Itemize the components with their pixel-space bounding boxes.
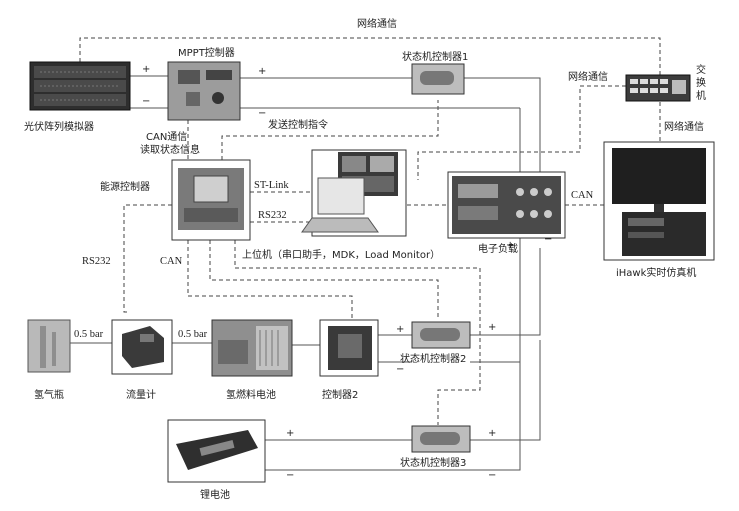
- pv-array-simulator: [29, 61, 131, 111]
- mppt-controller-label: MPPT控制器: [178, 46, 235, 59]
- read-status-label: 读取状态信息: [140, 143, 200, 156]
- polarity-signs: + − + − + − + − + + − + −: [142, 64, 552, 481]
- sign-minus: −: [544, 234, 552, 245]
- svg-text:换: 换: [696, 76, 706, 89]
- sm-controller-1-label: 状态机控制器1: [402, 50, 468, 63]
- network-switch: [625, 74, 691, 102]
- sign-minus: −: [142, 96, 150, 107]
- host-pc-label: 上位机（串口助手，MDK，Load Monitor）: [242, 248, 440, 261]
- power-wires: [70, 75, 541, 471]
- host-pc: [301, 149, 407, 237]
- send-control-cmd-label: 发送控制指令: [268, 118, 328, 131]
- st-link-label: ST-Link: [254, 180, 289, 191]
- pv-simulator-label: 光伏阵列模拟器: [24, 120, 94, 133]
- electronic-load-label: 电子负载: [478, 242, 518, 255]
- state-machine-controller-2: [411, 321, 471, 349]
- labels: 网络通信 网络通信 网络通信 交 换 机 光伏阵列模拟器 MPPT控制器 状态机…: [24, 17, 706, 501]
- controller-2-label: 控制器2: [322, 388, 358, 401]
- sign-minus: −: [396, 364, 404, 375]
- power-controller-board: [171, 159, 251, 241]
- svg-text:机: 机: [696, 89, 706, 102]
- sign-plus: +: [286, 428, 294, 439]
- sm-controller-3-label: 状态机控制器3: [400, 456, 466, 469]
- can-load-ihawk-label: CAN: [571, 190, 594, 201]
- wire-bus-sm2-plus: [470, 248, 541, 336]
- pressure-label-2: 0.5 bar: [178, 329, 208, 340]
- ihawk-simulator: [603, 141, 715, 261]
- communication-links: [79, 37, 661, 425]
- sign-plus: +: [506, 240, 514, 251]
- wire-bus-sm3-plus: [470, 340, 541, 441]
- network-comm-label-left: 网络通信: [568, 70, 608, 83]
- can-comm-label: CAN通信: [146, 131, 187, 143]
- ihawk-label: iHawk实时仿真机: [616, 266, 696, 279]
- hydrogen-fuel-cell: [211, 319, 293, 377]
- svg-text:交: 交: [696, 63, 706, 76]
- sign-minus: −: [286, 470, 294, 481]
- can-controller2-label: CAN: [160, 256, 183, 267]
- lithium-battery-label: 锂电池: [200, 488, 230, 501]
- sign-minus: −: [258, 108, 266, 119]
- electronic-load: [447, 171, 566, 239]
- lithium-battery: [167, 419, 266, 483]
- sign-minus: −: [488, 470, 496, 481]
- sm-controller-2-label: 状态机控制器2: [400, 352, 466, 365]
- flowmeter: [111, 319, 173, 375]
- host-sm3-link: [234, 240, 481, 425]
- sign-plus: +: [258, 66, 266, 77]
- hydrogen-bottle: [27, 319, 71, 373]
- sign-plus: +: [396, 324, 404, 335]
- network-comm-label-top: 网络通信: [357, 17, 397, 30]
- sign-plus: +: [142, 64, 150, 75]
- network-link-switch-host: [417, 85, 626, 180]
- power-controller-label: 能源控制器: [100, 180, 150, 193]
- sign-plus: +: [488, 428, 496, 439]
- rs232-host-label: RS232: [258, 210, 287, 221]
- flowmeter-label: 流量计: [126, 388, 156, 401]
- controller-2: [319, 319, 379, 377]
- rs232-flowmeter-label: RS232: [82, 256, 111, 267]
- switch-label: 交 换 机: [696, 63, 706, 102]
- state-machine-controller-3: [411, 425, 471, 453]
- state-machine-controller-1: [411, 63, 465, 95]
- rs232-link-flowmeter: [123, 204, 172, 313]
- mppt-controller-board: [167, 61, 241, 121]
- can-link-controller2: [187, 240, 353, 320]
- can-link-sm2: [209, 240, 439, 318]
- fuel-cell-label: 氢燃料电池: [226, 388, 276, 401]
- sign-plus: +: [488, 322, 496, 333]
- network-link-top: [79, 37, 661, 75]
- wire-sm1-bus: [464, 77, 541, 172]
- pressure-label-1: 0.5 bar: [74, 329, 104, 340]
- hydrogen-bottle-label: 氢气瓶: [34, 388, 64, 401]
- network-comm-label-right: 网络通信: [664, 120, 704, 133]
